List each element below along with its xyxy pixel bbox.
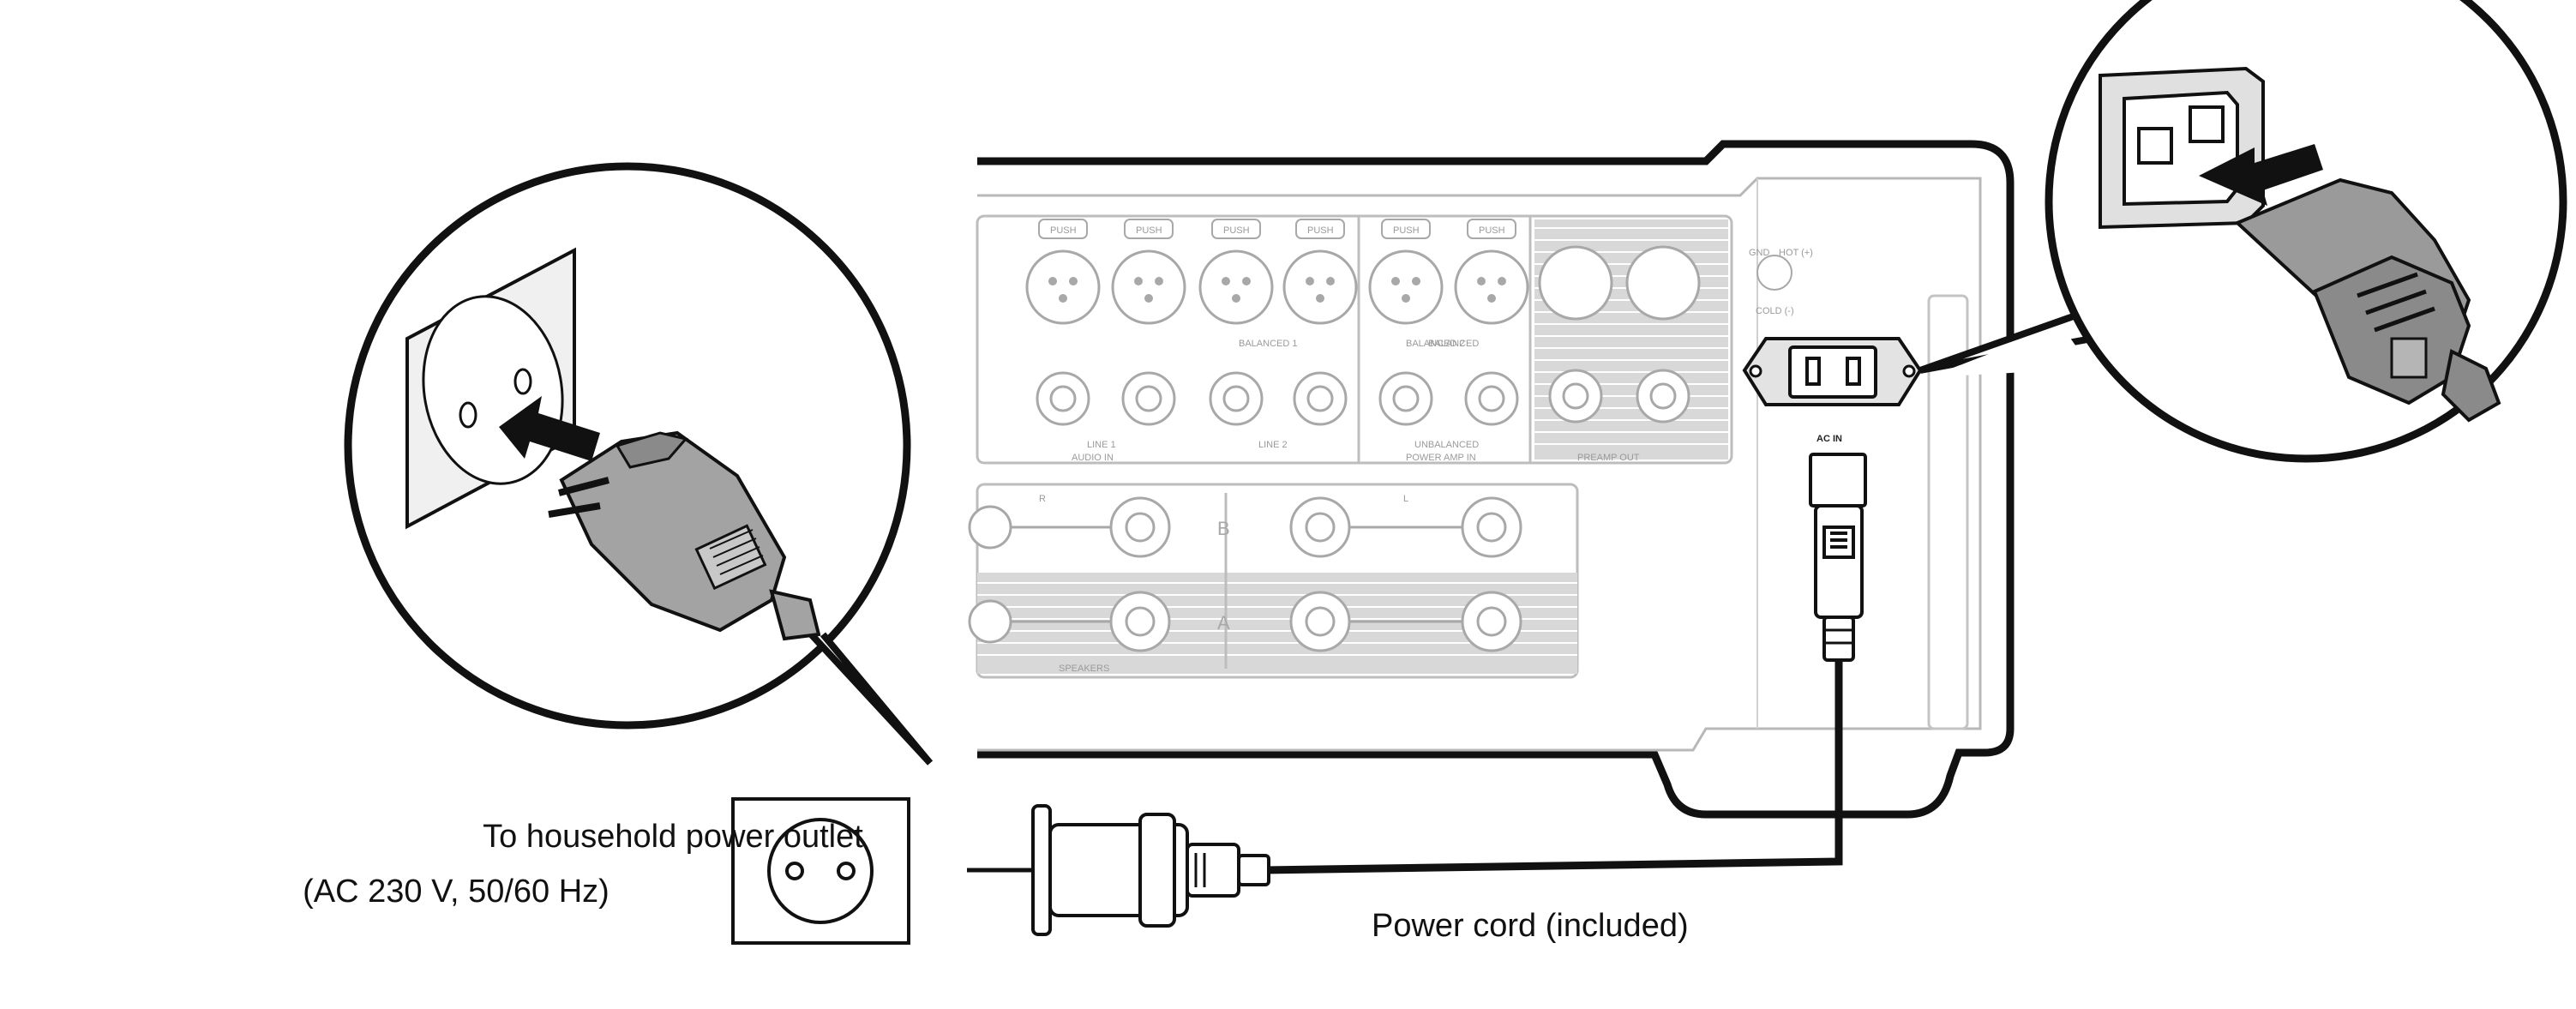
push-label: PUSH bbox=[1136, 225, 1162, 236]
speaker-a-label: A bbox=[1217, 612, 1230, 634]
power-cord-label: Power cord (included) bbox=[1372, 908, 1689, 944]
ac-in-area: GND HOT (+) COLD (-) AC IN bbox=[1742, 248, 1923, 662]
iec-plug bbox=[1809, 453, 1867, 662]
inlet-closeup-plug bbox=[2234, 177, 2501, 423]
line1-label: LINE 1 bbox=[1087, 440, 1116, 450]
push-label: PUSH bbox=[1307, 225, 1334, 236]
balanced-label: BALANCED bbox=[1428, 339, 1479, 349]
cold-label: COLD (-) bbox=[1756, 306, 1794, 316]
xlr-connectors bbox=[1025, 245, 1701, 325]
insert-arrow-right bbox=[2199, 144, 2323, 206]
ac-in-label: AC IN bbox=[1816, 434, 1842, 444]
power-amp-in-label: POWER AMP IN bbox=[1406, 453, 1476, 463]
amplifier-rear-panel: PUSH PUSH PUSH PUSH PUSH PUSH BALANCED 1… bbox=[968, 140, 2015, 819]
push-label: PUSH bbox=[1479, 225, 1505, 236]
line2-label: LINE 2 bbox=[1258, 440, 1288, 450]
speakers-label: SPEAKERS bbox=[1059, 664, 1109, 674]
hot-label: HOT (+) bbox=[1779, 248, 1813, 258]
push-label: PUSH bbox=[1050, 225, 1077, 236]
gnd-label: GND bbox=[1749, 248, 1770, 258]
speaker-r-label: R bbox=[1039, 494, 1046, 504]
rca-connectors bbox=[1036, 369, 1690, 426]
power-cord bbox=[967, 658, 1843, 936]
outlet-label-line1: To household power outlet bbox=[483, 819, 863, 855]
speaker-terminals: R L B A SPEAKERS bbox=[968, 483, 1579, 679]
ac-inlet bbox=[1742, 337, 1923, 406]
balanced1-label: BALANCED 1 bbox=[1239, 339, 1297, 349]
unbalanced-label: UNBALANCED bbox=[1414, 440, 1479, 450]
household-outlet bbox=[731, 797, 910, 945]
outlet-label-line2: (AC 230 V, 50/60 Hz) bbox=[303, 874, 609, 910]
inlet-closeup bbox=[1918, 0, 2567, 463]
outlet-closeup bbox=[344, 162, 934, 766]
speaker-b-label: B bbox=[1217, 518, 1230, 539]
wall-plug bbox=[967, 804, 1270, 936]
inlet-closeup-socket bbox=[2099, 66, 2265, 230]
speaker-l-label: L bbox=[1403, 494, 1408, 504]
input-board: PUSH PUSH PUSH PUSH PUSH PUSH BALANCED 1… bbox=[976, 214, 1733, 465]
outlet-plug bbox=[548, 430, 821, 641]
push-label: PUSH bbox=[1223, 225, 1250, 236]
preamp-out-label: PREAMP OUT bbox=[1577, 453, 1640, 463]
insert-arrow-left bbox=[499, 396, 600, 461]
audio-in-label: AUDIO IN bbox=[1072, 453, 1114, 463]
balanced2-label: BALANCED 2 bbox=[1406, 339, 1464, 349]
push-label: PUSH bbox=[1393, 225, 1420, 236]
